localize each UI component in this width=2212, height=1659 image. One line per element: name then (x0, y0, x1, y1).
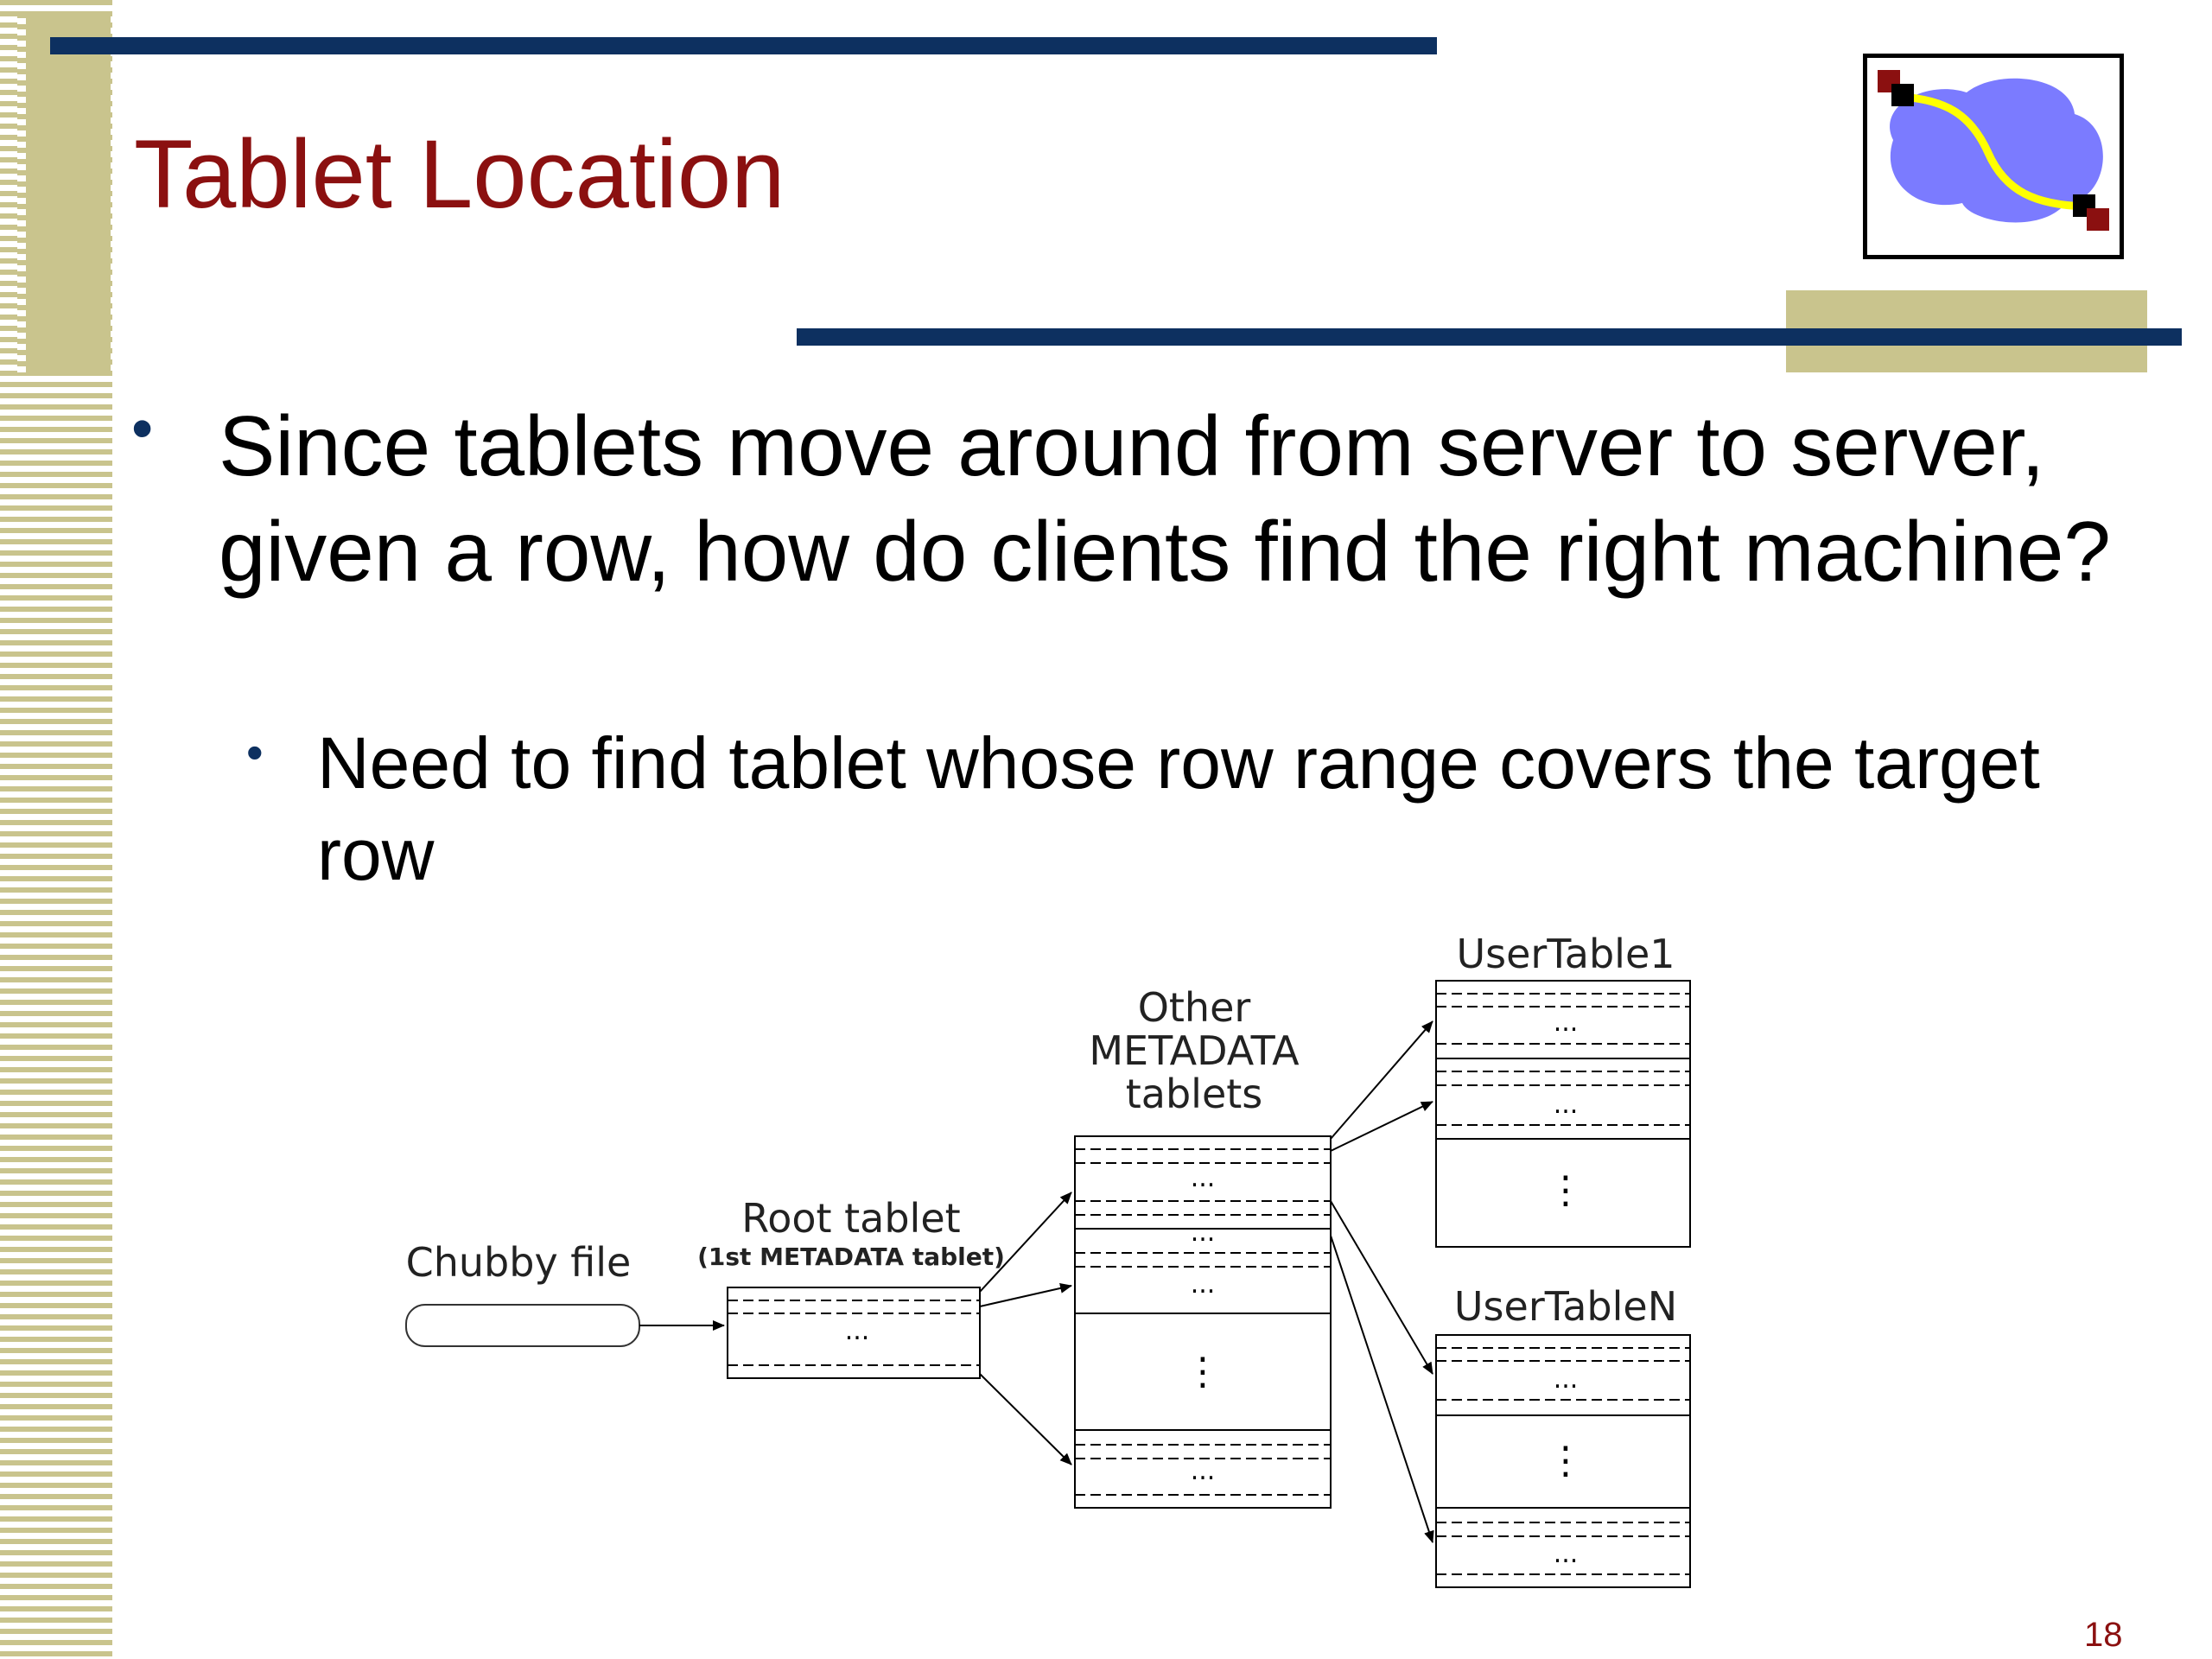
ellipsis: ... (1554, 1090, 1579, 1120)
usertable1-node: ... ... ⋮ (1435, 980, 1691, 1248)
ellipsis: ... (1554, 1539, 1579, 1569)
root-tablet-label: Root tablet (741, 1195, 960, 1242)
ellipsis: ... (1191, 1217, 1216, 1248)
arrow-metadata-to-usertable (1330, 1020, 1433, 1140)
arrow-root-to-metadata (979, 1373, 1072, 1465)
tablet-hierarchy-diagram: Chubby file Root tablet (1st METADATA ta… (405, 931, 1691, 1588)
ellipsis: ... (1191, 1456, 1216, 1486)
chubby-file-label: Chubby file (406, 1239, 632, 1286)
ellipsis: ... (1554, 1007, 1579, 1038)
cloud-network-icon (1878, 70, 2109, 231)
slide-title: Tablet Location (134, 120, 785, 228)
arrow-root-to-metadata (979, 1283, 1072, 1307)
title-underline-rule (797, 328, 2182, 346)
arrow-root-to-metadata (979, 1192, 1072, 1293)
root-tablet-sublabel: (1st METADATA tablet) (697, 1243, 1005, 1271)
left-title-block (17, 13, 111, 376)
vertical-ellipsis: ⋮ (1547, 1168, 1585, 1212)
endpoint-marker (1891, 84, 1914, 106)
arrow-metadata-to-usertable (1330, 1200, 1433, 1375)
ellipsis: ... (1191, 1163, 1216, 1193)
bullet-text: Since tablets move around from server to… (219, 398, 2111, 599)
ellipsis: ... (1191, 1269, 1216, 1300)
network-logo (1863, 54, 2124, 259)
metadata-tablets-label-line: Other (1138, 984, 1251, 1031)
usertable1-label: UserTable1 (1456, 931, 1675, 977)
chubby-file-node (405, 1304, 640, 1347)
ellipsis: ... (1554, 1364, 1579, 1395)
left-title-block-stripes (17, 13, 26, 376)
sub-bullet-text: Need to find tablet whose row range cove… (317, 722, 2040, 895)
metadata-tablets-node: ... ... ... ⋮ ... (1074, 1135, 1332, 1509)
metadata-tablets-label-line: METADATA (1089, 1027, 1300, 1074)
vertical-ellipsis: ⋮ (1547, 1439, 1585, 1483)
root-tablet-node: ... (727, 1287, 981, 1379)
vertical-ellipsis: ⋮ (1184, 1350, 1222, 1394)
arrow-metadata-to-usertable (1330, 1235, 1434, 1543)
metadata-tablets-label-line: tablets (1126, 1071, 1263, 1117)
endpoint-marker (2087, 208, 2109, 231)
usertablen-label: UserTableN (1454, 1283, 1677, 1330)
sub-bullet-dot: • (246, 725, 264, 779)
arrow-metadata-to-usertable (1330, 1101, 1433, 1152)
usertablen-node: ... ⋮ ... (1435, 1334, 1691, 1588)
bullet-dot: • (131, 394, 154, 463)
top-rule (50, 37, 1437, 54)
page-number: 18 (2084, 1616, 2123, 1654)
ellipsis: ... (845, 1316, 870, 1346)
tablet-location-diagram: Chubby file Root tablet (1st METADATA ta… (380, 907, 1728, 1611)
